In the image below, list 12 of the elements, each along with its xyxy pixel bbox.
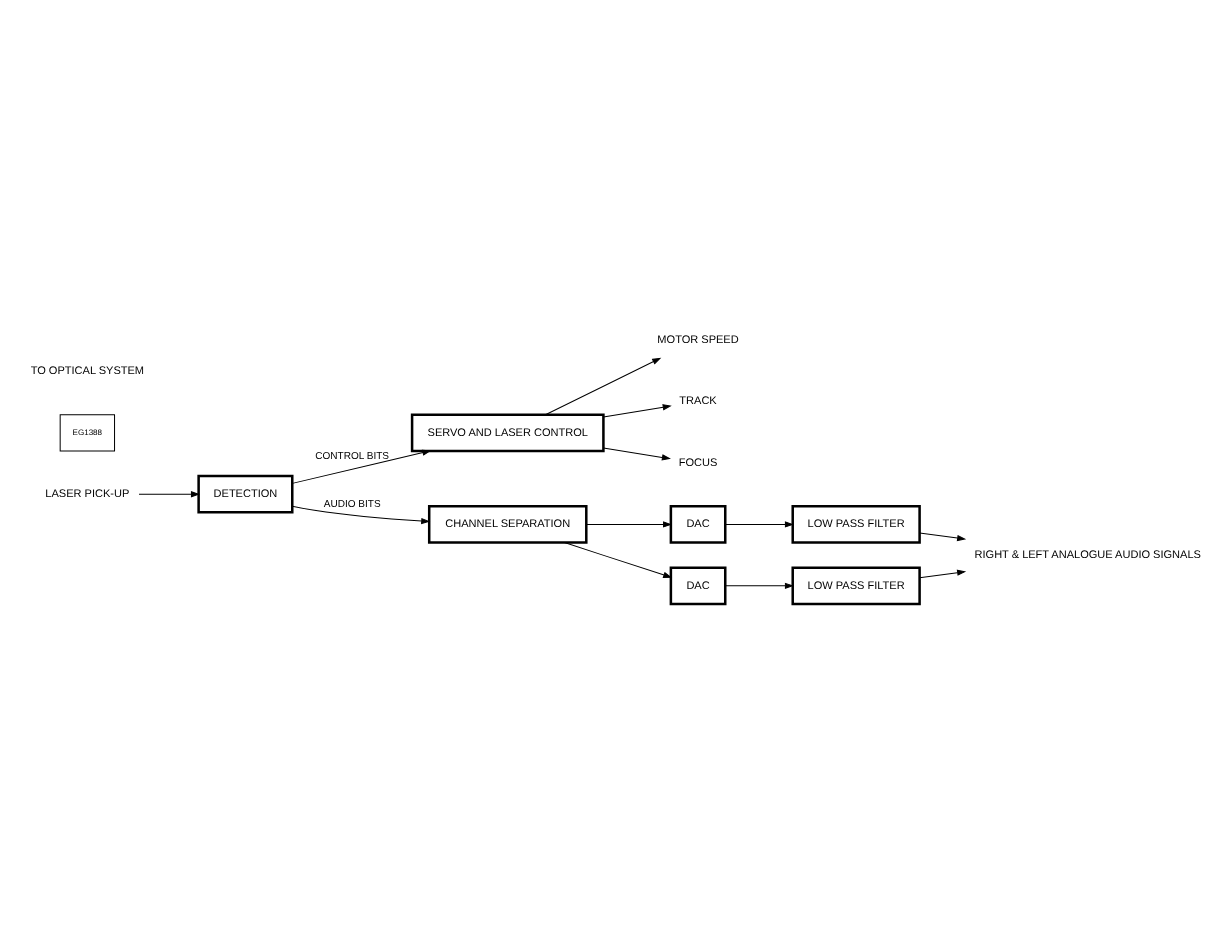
arrow <box>564 542 673 578</box>
arrow <box>602 447 671 461</box>
arrow <box>585 521 673 528</box>
arrow <box>725 582 794 590</box>
arrow <box>291 449 432 484</box>
arrow <box>602 404 672 418</box>
arrow <box>291 505 431 525</box>
arrow <box>919 532 967 542</box>
arrow <box>138 491 201 498</box>
arrow <box>545 357 662 415</box>
arrow <box>919 569 967 579</box>
arrow <box>725 521 794 528</box>
